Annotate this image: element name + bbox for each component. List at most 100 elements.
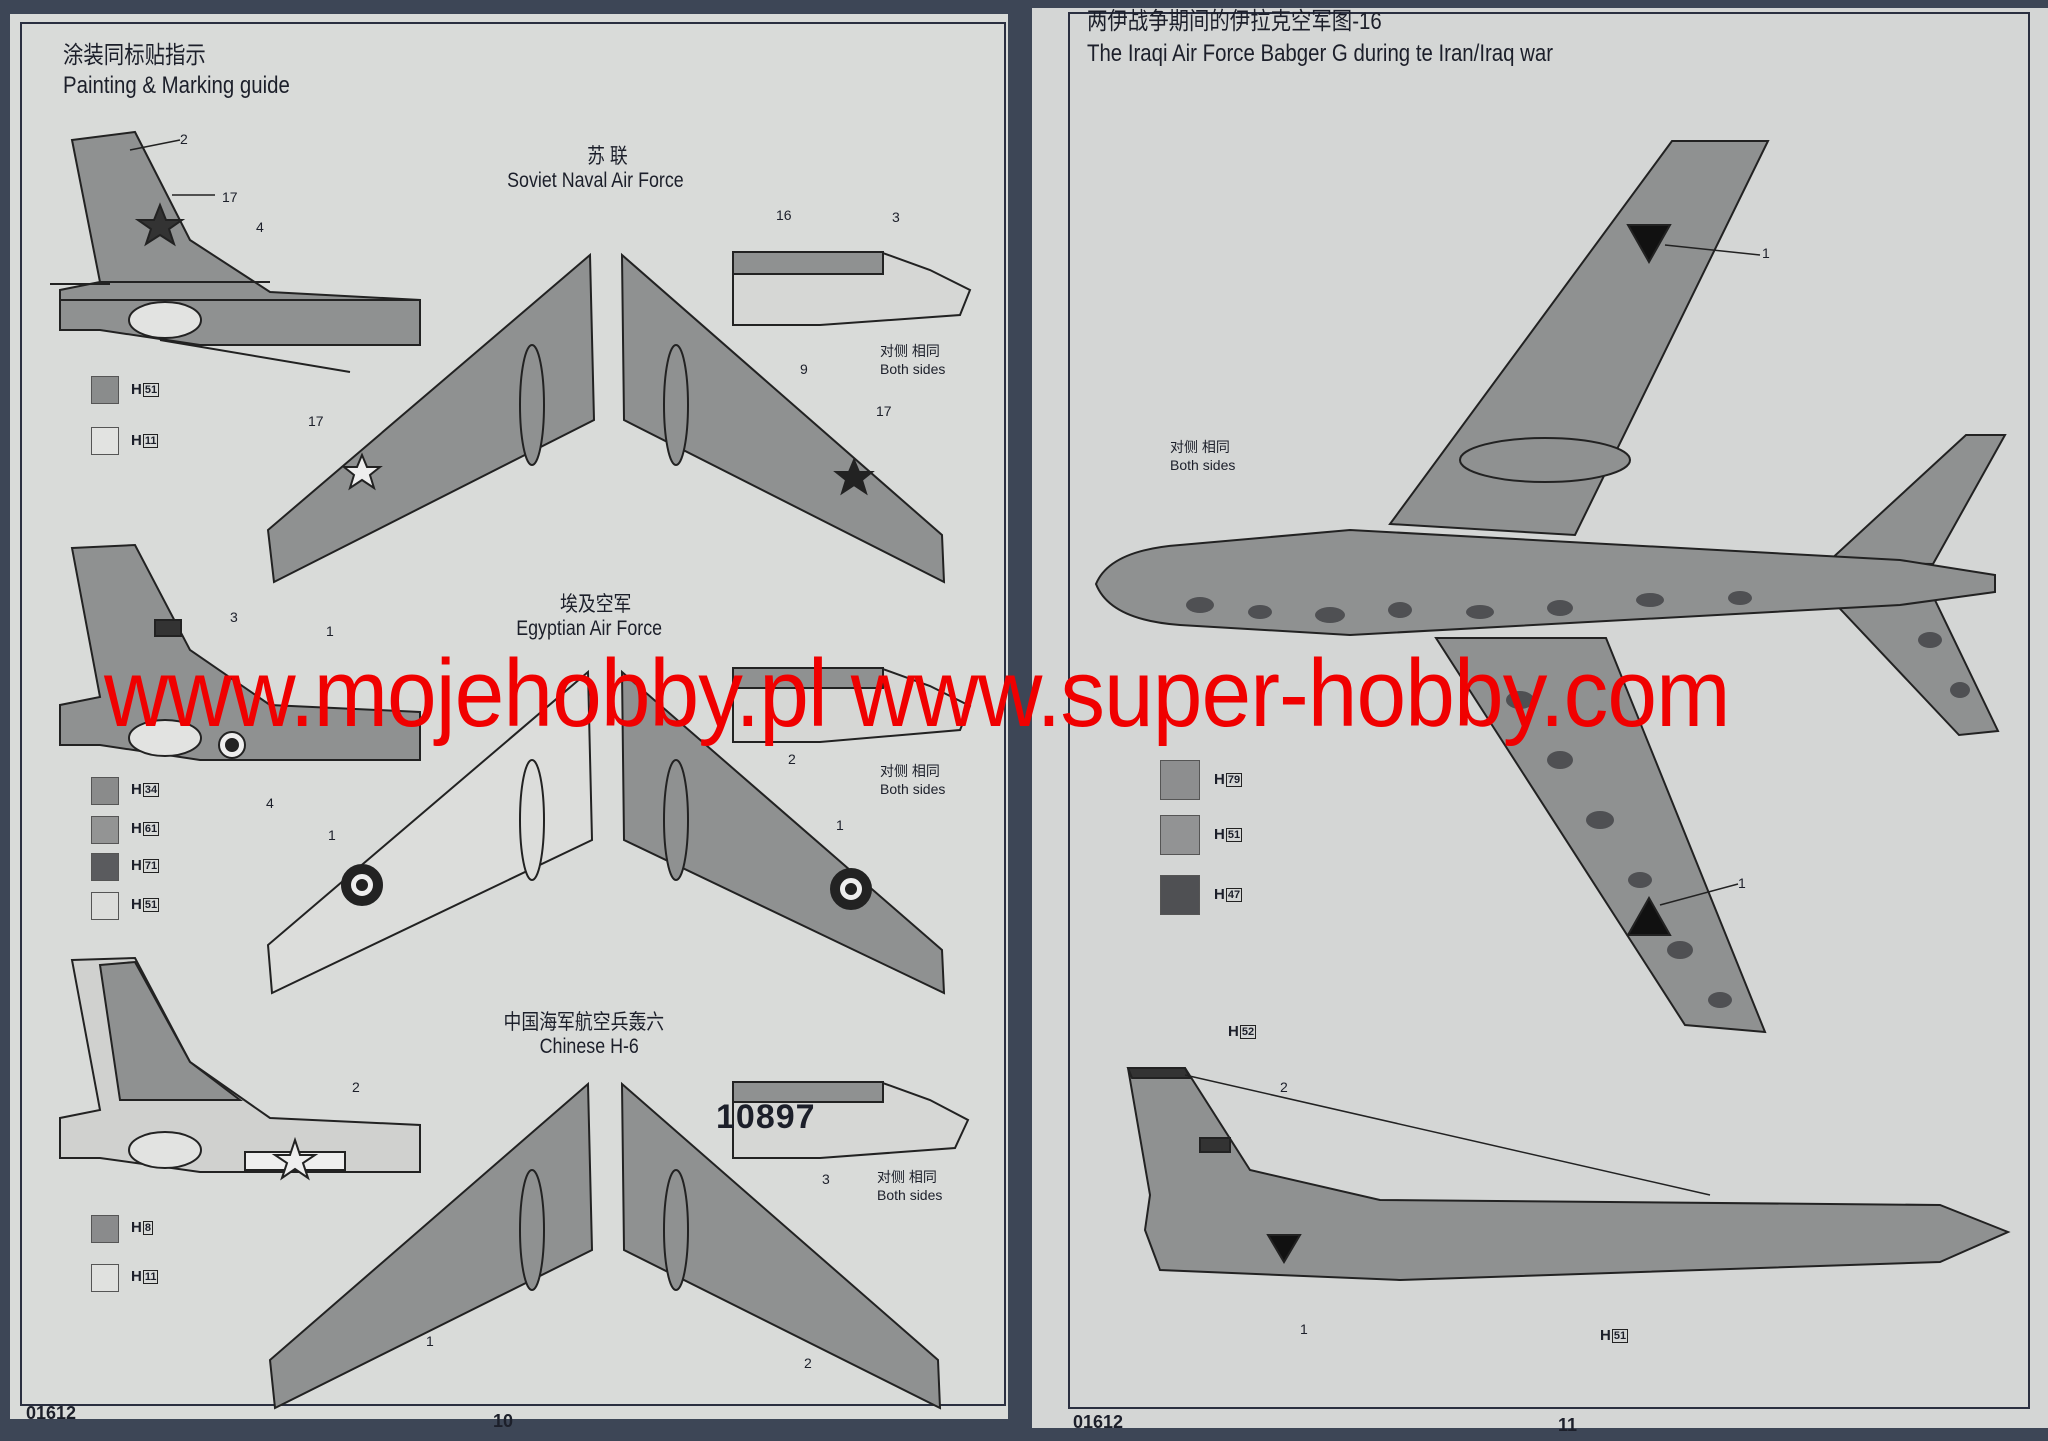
iraq-side-profile bbox=[1126, 1067, 2011, 1282]
callout: 4 bbox=[256, 219, 264, 235]
iraq-title-en: The Iraqi Air Force Babger G during te I… bbox=[1087, 40, 1554, 67]
callout: 17 bbox=[876, 403, 892, 419]
callout: 17 bbox=[308, 413, 324, 429]
egypt-title-cn: 埃及空军 bbox=[560, 593, 632, 616]
both-sides-en: Both sides bbox=[1170, 457, 1236, 473]
both-sides-en: Both sides bbox=[877, 1187, 943, 1203]
footer-code: 01612 bbox=[26, 1403, 77, 1423]
color-swatch bbox=[91, 1215, 119, 1243]
egypt-left-wing bbox=[266, 669, 594, 995]
both-sides-en: Both sides bbox=[880, 361, 946, 377]
iraq-wing-triangle-top bbox=[1626, 224, 1672, 265]
iraq-camouflage bbox=[1186, 591, 1970, 1008]
both-sides-cn: 对侧 相同 bbox=[880, 763, 940, 779]
watermark: www.mojehobby.pl www.super-hobby.com bbox=[104, 640, 1730, 747]
callout: 3 bbox=[230, 609, 238, 625]
iraq-lower-wing bbox=[1434, 637, 1767, 1034]
soviet-left-nacelle bbox=[519, 344, 545, 466]
soviet-right-wing bbox=[620, 252, 946, 584]
egypt-wing-roundel-right bbox=[830, 868, 872, 910]
egypt-flag bbox=[154, 619, 182, 637]
both-sides-cn: 对侧 相同 bbox=[877, 1169, 937, 1185]
color-swatch bbox=[1160, 875, 1200, 915]
color-swatch bbox=[1160, 815, 1200, 855]
china-title-en: Chinese H-6 bbox=[539, 1035, 639, 1058]
color-swatch bbox=[91, 1264, 119, 1292]
iraq-engine-nacelle bbox=[1459, 437, 1631, 483]
china-serial-number: 10897 bbox=[716, 1098, 816, 1136]
color-swatch bbox=[91, 816, 119, 844]
callout: 1 bbox=[326, 623, 334, 639]
iraq-upper-wing bbox=[1388, 140, 1770, 537]
soviet-wing-star-right bbox=[833, 457, 875, 496]
soviet-title-cn: 苏 联 bbox=[587, 145, 628, 168]
color-swatch bbox=[91, 892, 119, 920]
iraq-wing-triangle-bottom bbox=[1626, 895, 1672, 936]
callout: 2 bbox=[352, 1079, 360, 1095]
china-nose-profile bbox=[732, 1081, 970, 1159]
egypt-wing-roundel-left bbox=[341, 864, 383, 906]
soviet-right-nacelle bbox=[663, 344, 689, 466]
egypt-nose-profile bbox=[732, 667, 972, 743]
color-swatch bbox=[91, 427, 119, 455]
right-page-frame bbox=[1068, 12, 2030, 1409]
soviet-tail-profile bbox=[50, 130, 421, 373]
page-number: 11 bbox=[1558, 1415, 1578, 1435]
callout: 2 bbox=[804, 1355, 812, 1371]
color-swatch bbox=[1160, 760, 1200, 800]
left-page-frame bbox=[20, 22, 1006, 1406]
footer-code: 01612 bbox=[1073, 1412, 1124, 1432]
callout: 1 bbox=[1300, 1321, 1308, 1337]
guide-title-en: Painting & Marking guide bbox=[63, 72, 290, 99]
china-right-wing bbox=[620, 1081, 942, 1410]
egypt-title-en: Egyptian Air Force bbox=[516, 617, 663, 640]
callout: 1 bbox=[1762, 245, 1770, 261]
page-number: 10 bbox=[493, 1411, 514, 1431]
iraq-title-cn: 两伊战争期间的伊拉克空军图-16 bbox=[1087, 8, 1382, 35]
callout: 3 bbox=[892, 209, 900, 225]
callout: 3 bbox=[822, 1171, 830, 1187]
china-title-cn: 中国海军航空兵轰六 bbox=[503, 1011, 665, 1034]
iraq-lower-stabilizer bbox=[1825, 595, 2000, 737]
china-left-wing bbox=[268, 1081, 594, 1410]
egypt-left-nacelle bbox=[519, 759, 545, 881]
callout: 1 bbox=[426, 1333, 434, 1349]
callout: 2 bbox=[788, 751, 796, 767]
callout: 16 bbox=[776, 207, 792, 223]
color-swatch bbox=[91, 853, 119, 881]
callout: 2 bbox=[1280, 1079, 1288, 1095]
soviet-nose-profile bbox=[732, 251, 972, 326]
egypt-right-wing bbox=[620, 669, 946, 995]
iraq-upper-stabilizer bbox=[1825, 434, 2007, 566]
soviet-title-en: Soviet Naval Air Force bbox=[507, 169, 684, 192]
china-tail-profile bbox=[59, 956, 421, 1173]
guide-title-cn: 涂装同标贴指示 bbox=[63, 42, 206, 69]
china-fuselage-insignia bbox=[244, 1136, 346, 1181]
egypt-right-nacelle bbox=[663, 759, 689, 881]
callout: 17 bbox=[222, 189, 238, 205]
china-right-nacelle bbox=[663, 1169, 689, 1291]
soviet-star bbox=[134, 202, 186, 247]
callout: 1 bbox=[328, 827, 336, 843]
callout-leader-lines bbox=[129, 139, 1761, 906]
color-swatch bbox=[91, 376, 119, 404]
callout: 9 bbox=[800, 361, 808, 377]
both-sides-cn: 对侧 相同 bbox=[880, 343, 940, 359]
soviet-wing-star-left bbox=[341, 452, 383, 491]
callout: 1 bbox=[836, 817, 844, 833]
china-left-nacelle bbox=[519, 1169, 545, 1291]
callout: 1 bbox=[1738, 875, 1746, 891]
